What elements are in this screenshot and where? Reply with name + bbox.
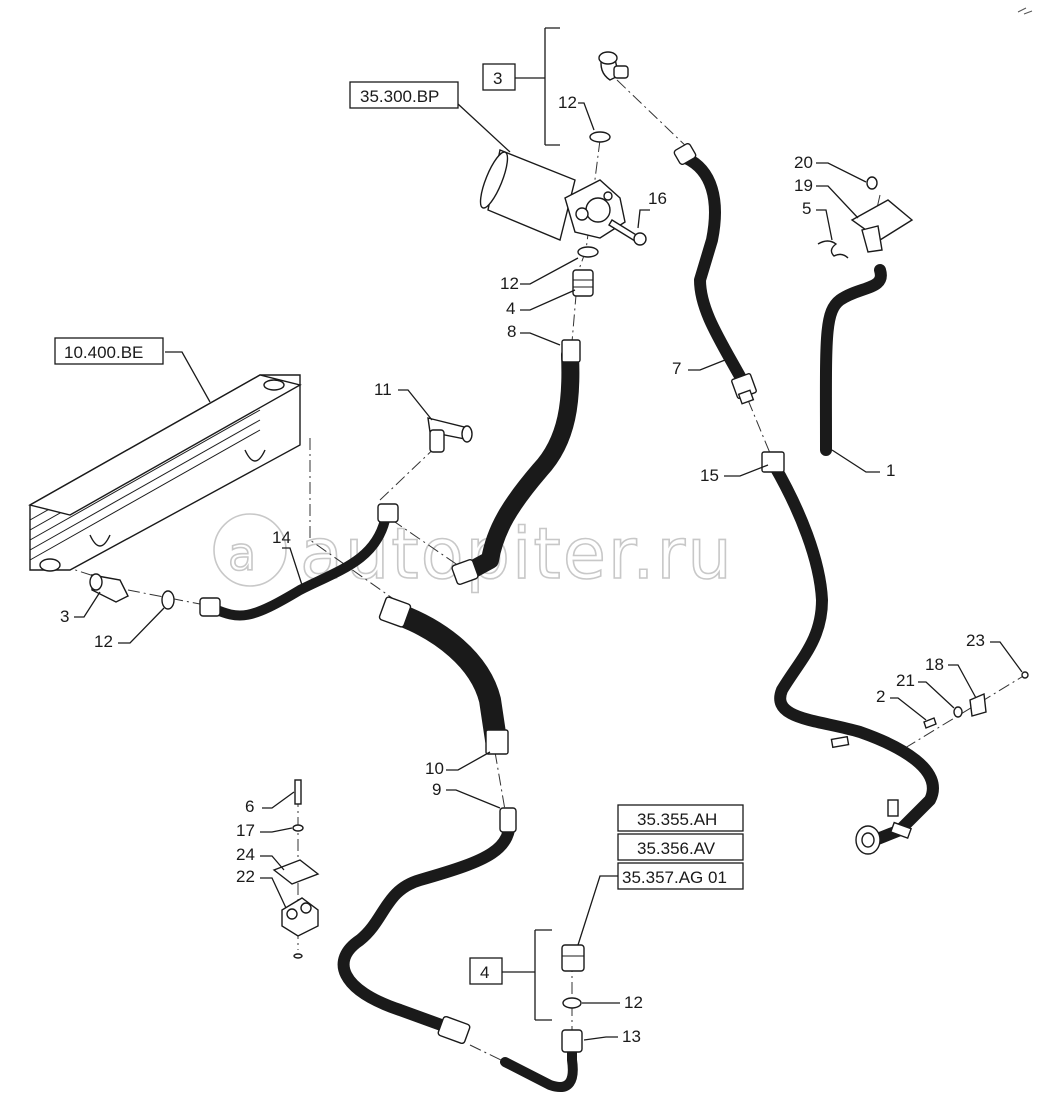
oil-cooler <box>28 374 302 572</box>
callouts: 12 16 12 4 8 20 19 5 7 15 1 11 14 3 12 2… <box>60 93 1023 1046</box>
filter-bolt <box>608 219 647 246</box>
callout-20: 20 <box>794 153 813 172</box>
callout-12-left: 12 <box>94 632 113 651</box>
o-ring-bottom <box>562 997 582 1009</box>
callout-21: 21 <box>896 671 915 690</box>
clamp-stack <box>272 779 320 959</box>
callout-11: 11 <box>374 380 392 399</box>
callout-10: 10 <box>425 759 444 778</box>
tube-13 <box>500 1029 583 1092</box>
ref-box-cooler: 10.400.BE <box>54 337 211 403</box>
drain-hose-1 <box>819 264 887 456</box>
hose-bracket-assembly <box>817 176 914 259</box>
callout-18: 18 <box>925 655 944 674</box>
tube-15 <box>761 451 939 855</box>
ref-box-group-4-text: 4 <box>480 963 489 982</box>
o-ring-left <box>161 590 175 610</box>
ref-box-filter: 35.300.BP <box>349 81 511 153</box>
callout-16: 16 <box>648 189 667 208</box>
hydraulic-filter <box>479 149 626 241</box>
ref-box-valve-av-text: 35.356.AV <box>637 839 716 858</box>
callout-17: 17 <box>236 821 255 840</box>
ref-box-group-4: 4 <box>469 929 552 1021</box>
callout-12-bottom: 12 <box>624 993 643 1012</box>
o-ring-middle <box>577 246 599 258</box>
ref-box-valve-ag: 35.357.AG 01 <box>577 862 744 946</box>
ref-box-valve-ah: 35.355.AH <box>617 804 744 832</box>
callout-13: 13 <box>622 1027 641 1046</box>
hose-10 <box>378 596 509 755</box>
ref-box-valve-av: 35.356.AV <box>617 833 744 861</box>
callout-22: 22 <box>236 867 255 886</box>
callout-1: 1 <box>886 461 895 480</box>
corner-mark <box>1017 7 1033 15</box>
ref-box-group-3-text: 3 <box>493 69 502 88</box>
ref-box-cooler-text: 10.400.BE <box>64 343 143 362</box>
elbow-fitting-top <box>598 51 629 81</box>
o-ring-top <box>589 131 611 143</box>
valve-adapter <box>561 944 585 972</box>
tee-fitting <box>427 417 473 453</box>
callout-6: 6 <box>245 797 254 816</box>
callout-5: 5 <box>802 199 811 218</box>
tube-14 <box>199 503 399 621</box>
callout-4: 4 <box>506 299 515 318</box>
callout-3-left: 3 <box>60 607 69 626</box>
callout-12-top: 12 <box>558 93 577 112</box>
hose-8 <box>451 339 581 586</box>
callout-2: 2 <box>876 687 885 706</box>
callout-8: 8 <box>507 322 516 341</box>
ref-box-valve-ag-text: 35.357.AG 01 <box>622 868 727 887</box>
callout-19: 19 <box>794 176 813 195</box>
callout-7: 7 <box>672 359 681 378</box>
ref-box-filter-text: 35.300.BP <box>360 87 439 106</box>
bracket-hardware <box>923 671 1029 729</box>
elbow-fitting-left <box>89 573 129 603</box>
watermark-logo-glyph: a <box>228 527 258 581</box>
callout-24: 24 <box>236 845 255 864</box>
callout-14: 14 <box>272 528 291 547</box>
callout-9: 9 <box>432 780 441 799</box>
callout-15: 15 <box>700 466 719 485</box>
ref-box-group-3: 3 <box>482 27 560 146</box>
adapter-fitting <box>572 269 594 297</box>
callout-23: 23 <box>966 631 985 650</box>
ref-box-valve-ah-text: 35.355.AH <box>637 810 717 829</box>
callout-12-mid: 12 <box>500 274 519 293</box>
tube-9 <box>337 807 517 1045</box>
tube-7 <box>673 142 757 405</box>
